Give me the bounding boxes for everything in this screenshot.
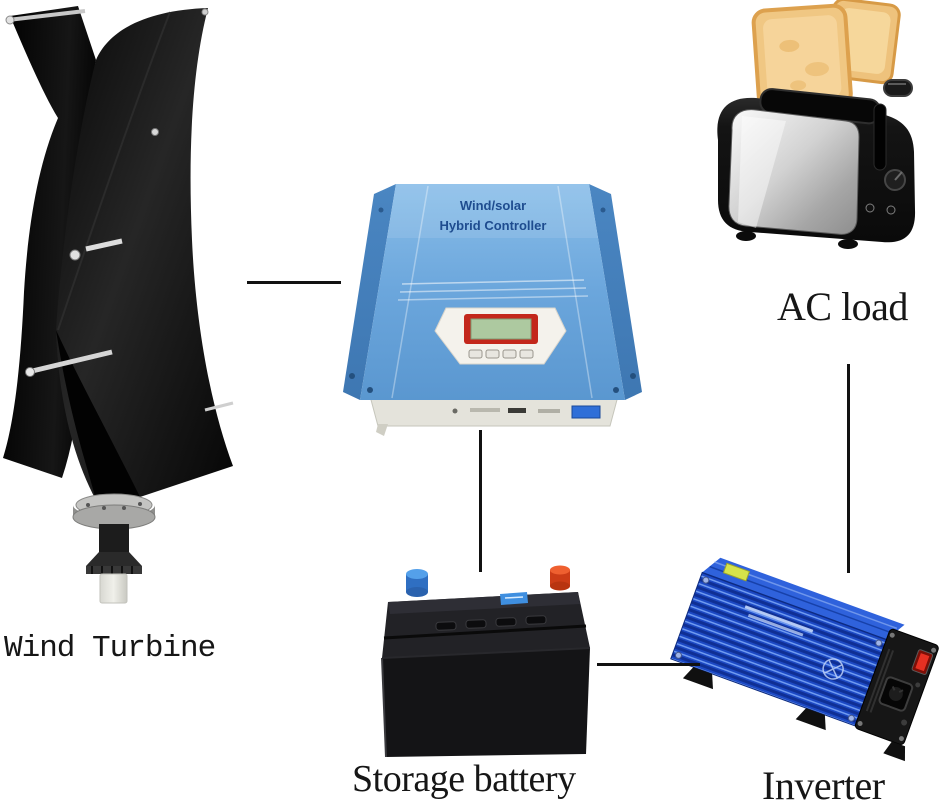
turbine-hub (72, 493, 156, 604)
controller-underside (369, 395, 619, 436)
controller-title-line2: Hybrid Controller (440, 218, 547, 233)
inverter-label: Inverter (762, 763, 885, 808)
toaster-front-panel (728, 109, 860, 235)
wind-turbine-label: Wind Turbine (4, 631, 216, 666)
connector-battery-to-inverter (597, 663, 700, 666)
battery-front (382, 648, 590, 757)
ac-load-label: AC load (777, 284, 908, 329)
inverter-foot-right (883, 741, 906, 762)
toaster-carriage-track (873, 103, 887, 171)
inverter-icon (670, 557, 939, 762)
controller-display-panel (434, 307, 567, 365)
storage-battery-component (380, 558, 608, 760)
battery-vent-caps (435, 615, 547, 631)
toaster-button-cancel (865, 203, 875, 213)
hybrid-controller-component: Wind/solar Hybrid Controller (340, 168, 645, 453)
storage-battery-icon (381, 565, 591, 758)
connector-controller-to-battery (479, 430, 482, 572)
battery-terminal-positive (550, 565, 570, 591)
wind-turbine-icon (3, 6, 234, 604)
lcd-screen (470, 318, 532, 340)
controller-face (360, 184, 625, 400)
controller-right-flange (589, 184, 642, 400)
turbine-strut-lower (27, 349, 113, 375)
controller-buttons (468, 349, 534, 359)
storage-battery-label: Storage battery (352, 758, 576, 800)
toaster-lever (883, 79, 913, 97)
inverter-sticker (722, 562, 751, 582)
connector-inverter-to-acload (847, 364, 850, 573)
inverter-front-panel (854, 628, 939, 745)
connector-turbine-to-controller (247, 281, 341, 284)
hybrid-controller-icon: Wind/solar Hybrid Controller (343, 184, 642, 436)
battery-terminal-negative (406, 569, 428, 597)
toast-slice-front (751, 3, 853, 113)
inverter-foot-middle (795, 708, 826, 731)
fan-glyph (822, 658, 844, 680)
toaster-icon (717, 0, 916, 249)
wind-turbine-component (0, 0, 235, 605)
ac-load-component (698, 0, 928, 250)
toaster-button-defrost (886, 205, 896, 215)
turbine-strut-top (7, 9, 86, 22)
inverter-foot-left (682, 667, 713, 690)
inverter-component (670, 556, 943, 768)
controller-left-flange (343, 184, 396, 400)
controller-title-line1: Wind/solar (460, 198, 526, 213)
battery-sticker (500, 592, 528, 605)
